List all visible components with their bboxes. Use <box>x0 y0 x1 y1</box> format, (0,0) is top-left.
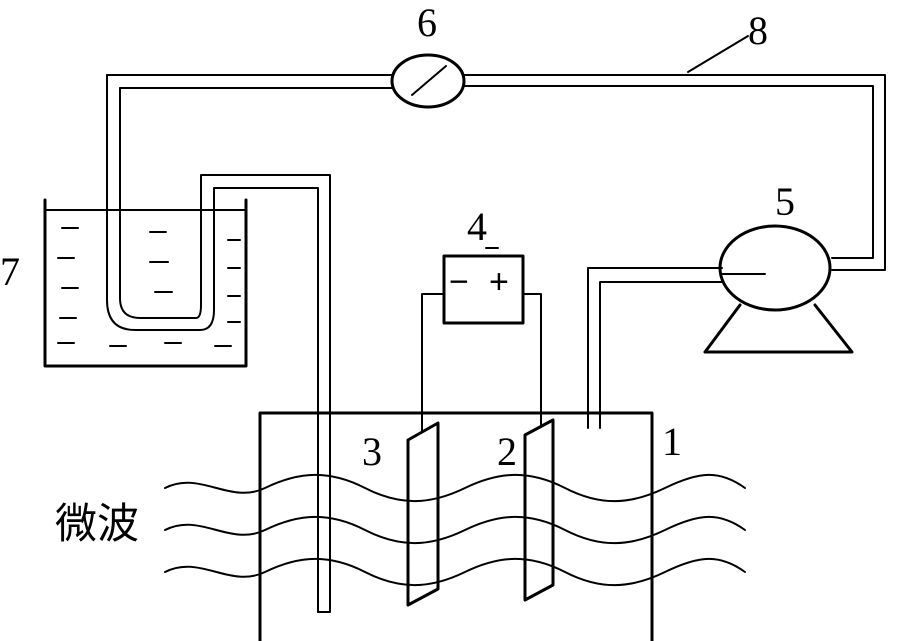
reactor-vessel <box>258 411 654 641</box>
electrode-wires <box>421 293 542 433</box>
leader-gas-pipe <box>687 35 749 73</box>
label-cathode: 3 <box>362 429 382 474</box>
gas-pipe <box>106 74 886 271</box>
liquid-hatching <box>57 227 241 347</box>
power-plus-sign: + <box>489 263 509 301</box>
gauge <box>390 53 466 109</box>
liquid-trap <box>43 198 248 368</box>
pump-inlet-pipe <box>587 267 723 429</box>
pump <box>703 224 854 354</box>
label-power-supply: 4 <box>467 204 487 249</box>
electrode-anode <box>523 418 555 602</box>
power-minus-sign: − <box>449 263 469 301</box>
microwave-label: 微波 <box>55 499 139 548</box>
gauge-needle <box>411 65 447 96</box>
label-anode: 2 <box>497 429 517 474</box>
label-liquid-trap: 7 <box>0 249 20 294</box>
electrode-cathode <box>406 421 440 607</box>
label-pump: 5 <box>775 179 795 224</box>
power-supply <box>442 247 525 325</box>
u-tube-pipe <box>106 74 331 613</box>
label-reactor: 1 <box>662 419 682 464</box>
label-gauge: 6 <box>417 0 437 45</box>
label-gas-pipe: 8 <box>748 8 768 53</box>
microwave-waves <box>164 473 746 587</box>
